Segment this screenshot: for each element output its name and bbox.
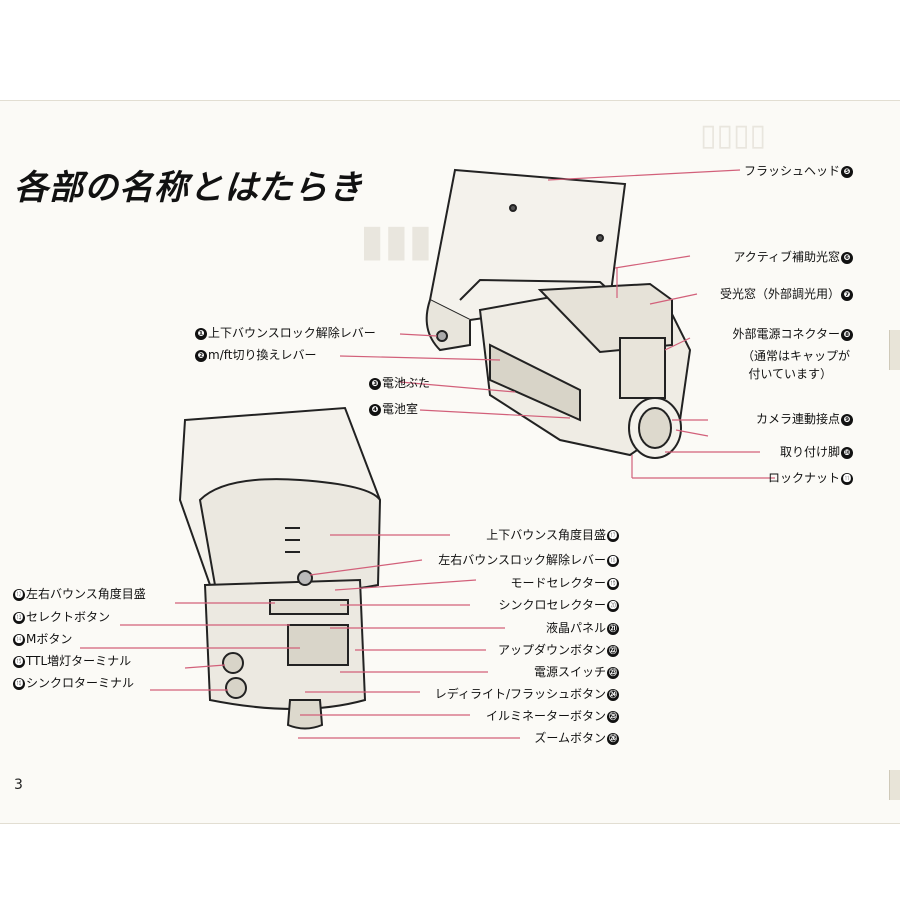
- callout-number: ❷: [195, 349, 207, 362]
- callout-number: ⓮: [13, 633, 25, 646]
- callout-number: ㉒: [607, 644, 619, 657]
- callout-number: ❸: [369, 377, 381, 390]
- callout-number: ⓭: [13, 611, 25, 624]
- leader-lines: [80, 169, 775, 739]
- callout-number: ❻: [841, 251, 853, 264]
- label-sensor-window: 受光窓（外部調光用）❼: [720, 287, 854, 301]
- callout-number: ⓲: [607, 554, 619, 567]
- callout-number: ❹: [369, 403, 381, 416]
- callout-number: ㉑: [607, 622, 619, 635]
- page-number: 3: [14, 777, 23, 793]
- page-edge-tab: [889, 770, 900, 800]
- callout-number: ❺: [841, 165, 853, 178]
- label-connector-note-1: （通常はキャップが: [741, 349, 850, 363]
- lower-flash-drawing: [178, 406, 382, 730]
- label-connector-note-2: 付いています）: [748, 367, 832, 381]
- callout-number: ❽: [841, 328, 853, 341]
- callout-number: ❶: [195, 327, 207, 340]
- callout-number: ⓬: [13, 588, 25, 601]
- callout-number: ⓳: [607, 577, 619, 590]
- callout-number: ❼: [841, 288, 853, 301]
- callout-number: ㉓: [607, 666, 619, 679]
- show-through-text: ▯▯▯▯: [700, 118, 767, 153]
- page-title: 各部の名称とはたらき: [14, 168, 364, 208]
- callout-number: ⓯: [13, 655, 25, 668]
- callout-number: ❿: [841, 446, 853, 459]
- callout-number: ❾: [841, 413, 853, 426]
- callout-number: ⓴: [607, 599, 619, 612]
- callout-number: ㉔: [607, 688, 619, 701]
- callout-number: ⓰: [13, 677, 25, 690]
- callout-number: ㉕: [607, 710, 619, 723]
- callout-number: ⓱: [607, 529, 619, 542]
- page-edge-tab: [889, 330, 900, 370]
- callout-number: ㉖: [607, 732, 619, 745]
- show-through-text: ▮▮▮: [360, 215, 433, 266]
- upper-flash-drawing: [425, 168, 692, 459]
- callout-number: ⓫: [841, 472, 853, 485]
